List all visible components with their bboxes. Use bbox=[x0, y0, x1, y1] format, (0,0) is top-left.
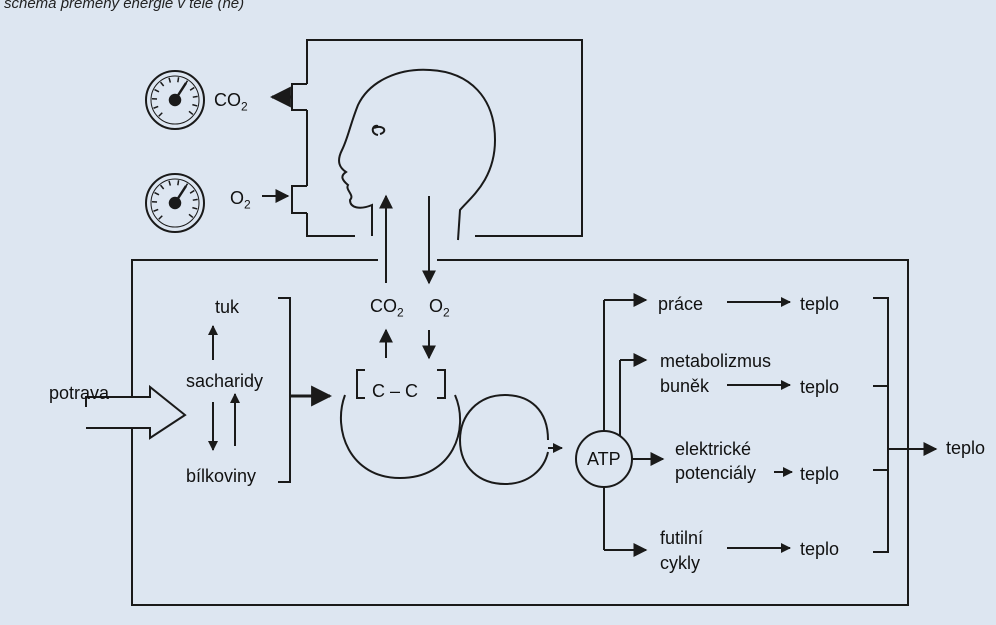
electric-label-2: potenciály bbox=[675, 463, 756, 483]
food-label: potrava bbox=[49, 383, 109, 403]
gauge-tick bbox=[159, 113, 163, 117]
saccharides-label: sacharidy bbox=[186, 371, 263, 391]
futile-label-1: futilní bbox=[660, 528, 703, 548]
gauge-tick bbox=[155, 90, 159, 92]
heat-label-electric: teplo bbox=[800, 464, 839, 484]
metabolism-label-1: metabolizmus bbox=[660, 351, 771, 371]
heat-label-total: teplo bbox=[946, 438, 985, 458]
nutrient-bracket bbox=[278, 298, 290, 482]
krebs-cycle-right bbox=[460, 395, 548, 484]
o2-gauge-label: O2 bbox=[230, 188, 251, 215]
heat-label-metabolism: teplo bbox=[800, 377, 839, 397]
work-label: práce bbox=[658, 294, 703, 314]
gauge-tick bbox=[155, 193, 159, 195]
gauge-tick bbox=[154, 106, 159, 108]
gauge-tick bbox=[159, 216, 163, 220]
chamber-box bbox=[307, 40, 582, 236]
krebs-cycle-left bbox=[341, 395, 460, 478]
electric-label-1: elektrické bbox=[675, 439, 751, 459]
ear bbox=[373, 126, 385, 135]
heat-bracket bbox=[873, 298, 888, 552]
heat-label-work: teplo bbox=[800, 294, 839, 314]
gauge-tick bbox=[169, 181, 170, 186]
futile-label-2: cykly bbox=[660, 553, 700, 573]
gauge-tick bbox=[193, 199, 198, 200]
gauge-tick bbox=[161, 82, 164, 86]
gauge-tick bbox=[190, 190, 194, 193]
cc-bracket-left bbox=[357, 370, 365, 398]
gauge-tick bbox=[178, 180, 179, 185]
gauge-tick bbox=[192, 208, 197, 209]
gauge-tick bbox=[154, 209, 159, 211]
proteins-label: bílkoviny bbox=[186, 466, 256, 486]
gauge-tick bbox=[189, 111, 193, 114]
cc-bracket-right bbox=[437, 370, 445, 398]
gauge-tick bbox=[169, 78, 170, 83]
gauge-tick bbox=[178, 77, 179, 82]
gauge-tick bbox=[161, 185, 164, 189]
gauge-tick bbox=[190, 87, 194, 90]
carbon-bond-label: C – C bbox=[372, 381, 418, 401]
gauge-tick bbox=[193, 96, 198, 97]
co2-label: CO2 bbox=[370, 296, 404, 323]
body-box bbox=[132, 260, 908, 605]
gauge-tick bbox=[192, 105, 197, 106]
gauge-tick bbox=[189, 214, 193, 217]
co2-gauge-label: CO2 bbox=[214, 90, 248, 117]
metabolism-label-2: buněk bbox=[660, 376, 709, 396]
head-profile bbox=[339, 70, 495, 240]
heat-label-futile: teplo bbox=[800, 539, 839, 559]
fat-label: tuk bbox=[215, 297, 239, 317]
atp-label: ATP bbox=[587, 449, 621, 469]
o2-port bbox=[292, 186, 307, 213]
o2-label: O2 bbox=[429, 296, 450, 323]
co2-port bbox=[292, 84, 307, 110]
